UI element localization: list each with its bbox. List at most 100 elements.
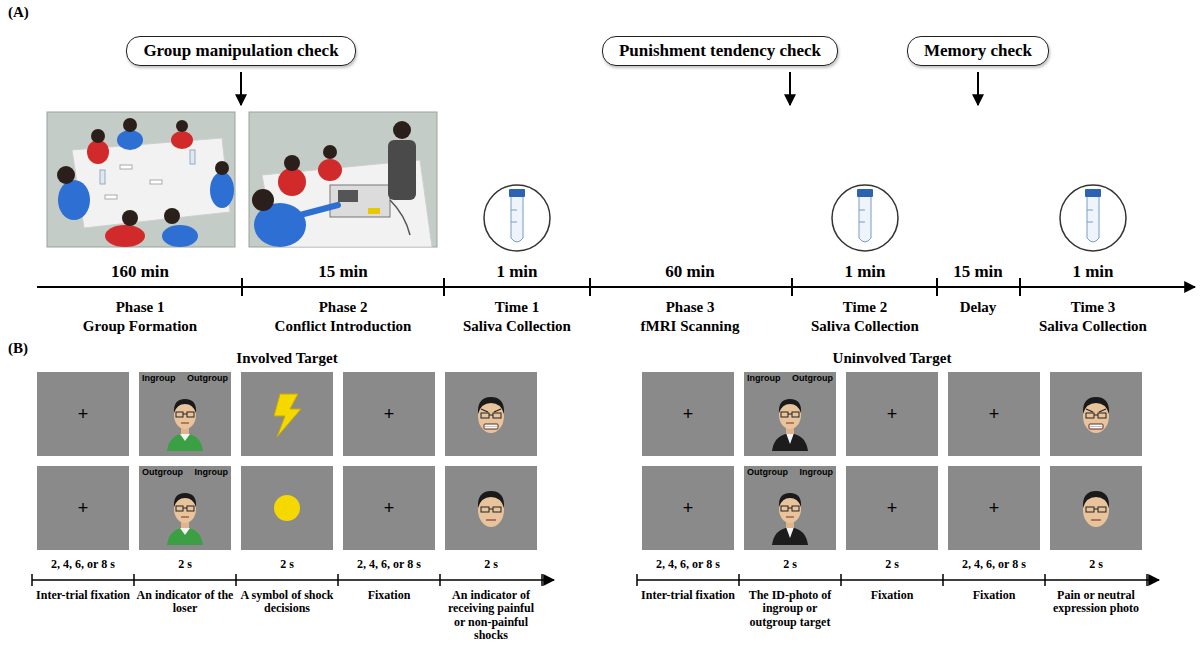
stimulus-screen <box>1050 372 1142 456</box>
group-formation-photo <box>164 208 180 224</box>
group-formation-photo <box>105 195 117 199</box>
fixation-screen: + <box>642 372 734 456</box>
saliva-tube-icon <box>509 189 525 197</box>
saliva-tube-icon <box>1087 210 1093 211</box>
saliva-tube-icon <box>1085 189 1101 197</box>
no-shock-symbol <box>274 495 300 521</box>
group-formation-photo <box>210 172 234 208</box>
stimulus-screen <box>948 466 1040 550</box>
group-formation-photo <box>120 165 132 169</box>
fixation-screen: + <box>343 372 435 456</box>
conflict-introduction-photo <box>368 208 380 214</box>
event-label: A symbol of shock decisions <box>240 588 333 615</box>
label-box: 1 min <box>496 262 537 281</box>
label-box: Saliva Collection <box>1039 318 1147 335</box>
duration-label: 2, 4, 6, or 8 s <box>962 557 1026 571</box>
fixation-cross: + <box>683 404 694 425</box>
label-box: 2 s <box>280 558 294 571</box>
duration-label: 2, 4, 6, or 8 s <box>51 557 115 571</box>
saliva-tube-icon <box>1060 185 1126 251</box>
conflict-introduction-photo <box>390 200 410 235</box>
conflict-introduction-photo <box>330 185 390 217</box>
duration-label: 2, 4, 6, or 8 s <box>656 557 720 571</box>
group-label: Outgroup <box>792 374 833 384</box>
check-box: Memory check <box>907 36 1049 66</box>
label-box: An indicator of the loser <box>135 589 235 616</box>
trial-timeline <box>637 579 1159 581</box>
group-label: Outgroup <box>187 374 228 384</box>
label-box: fMRI Scanning <box>641 318 740 335</box>
face-photo <box>772 399 808 451</box>
label-box: Pain or neutral expression photo <box>1046 589 1146 616</box>
fixation-cross: + <box>887 404 898 425</box>
event-label: The ID-photo of ingroup or outgroup targ… <box>749 588 832 629</box>
timeline-label: Time 1 <box>495 299 539 315</box>
conflict-introduction-photo <box>249 112 437 247</box>
saliva-tube-icon <box>484 185 550 251</box>
check-label: Memory check <box>924 41 1032 60</box>
fixation-screen: + <box>343 466 435 550</box>
stimulus-screen <box>1050 466 1142 550</box>
face-photo <box>1083 397 1109 433</box>
trial-timeline <box>1044 574 1046 586</box>
saliva-tube-icon <box>511 196 523 242</box>
group-label: Outgroup <box>142 468 183 478</box>
fixation-cross: + <box>989 498 1000 519</box>
group-label: Ingroup <box>142 374 176 384</box>
group-formation-photo <box>47 112 235 247</box>
conflict-introduction-photo <box>388 140 416 200</box>
stimulus-screen <box>642 372 734 456</box>
timeline-axis <box>589 278 591 296</box>
trial-timeline <box>32 574 1159 586</box>
event-label: Inter-trial fixation <box>36 588 130 602</box>
check-box: Group manipulation check <box>126 36 355 66</box>
timeline-label: Saliva Collection <box>811 318 919 334</box>
fixation-cross: + <box>683 498 694 519</box>
trial-timeline <box>840 574 842 586</box>
face-photo <box>167 397 1109 545</box>
stimulus-screen <box>37 372 129 456</box>
timeline-axis <box>37 278 1195 296</box>
fixation-screen: + <box>642 466 734 550</box>
saliva-tube-icon <box>859 222 865 223</box>
label-box: 2, 4, 6, or 8 s <box>962 558 1026 571</box>
trial-timeline <box>942 574 944 586</box>
timeline-label: Uninvolved Target <box>833 350 952 366</box>
timeline-axis <box>936 278 938 296</box>
fixation-cross: + <box>78 498 89 519</box>
timeline-label: 15 min <box>318 262 368 281</box>
conflict-introduction-photo <box>278 168 306 196</box>
label-box: Phase 1 <box>116 299 165 316</box>
group-formation-photo <box>123 118 137 132</box>
group-formation-photo <box>47 112 235 247</box>
check-arrow <box>789 72 791 105</box>
duration-label: 2 s <box>280 557 294 571</box>
check-arrow <box>240 72 242 105</box>
fixation-screen: + <box>37 372 129 456</box>
fixation-screen: + <box>846 372 938 456</box>
label-box: Fixation <box>339 589 439 602</box>
trial-timeline <box>133 574 135 586</box>
stimulus-screen <box>241 466 333 550</box>
saliva-tube-icon <box>511 210 517 211</box>
face-photo <box>1083 491 1109 527</box>
check-box: Punishment tendency check <box>602 36 838 66</box>
label-box: Delay <box>960 299 997 316</box>
label-box: 2, 4, 6, or 8 s <box>357 558 421 571</box>
fixation-screen: + <box>37 466 129 550</box>
timeline-axis <box>443 278 445 296</box>
group-indicator-screen: IngroupOutgroup <box>744 372 836 456</box>
duration-label: 2 s <box>484 557 498 571</box>
face-photo <box>478 491 504 527</box>
label-box: Saliva Collection <box>463 318 571 335</box>
stimulus-screen <box>343 372 435 456</box>
label-box: Phase 3 <box>666 299 715 316</box>
timeline-label: Time 2 <box>843 299 887 315</box>
timeline-axis <box>1019 278 1021 296</box>
group-indicator-screen: Ingroup Outgroup <box>139 372 231 456</box>
fixation-cross: + <box>989 404 1000 425</box>
group-indicator-screen: OutgroupIngroup <box>139 466 231 550</box>
label-box: 60 min <box>665 262 715 281</box>
event-label: An indicator of receiving painful or non… <box>448 588 534 642</box>
timeline-label: 1 min <box>1072 262 1113 281</box>
